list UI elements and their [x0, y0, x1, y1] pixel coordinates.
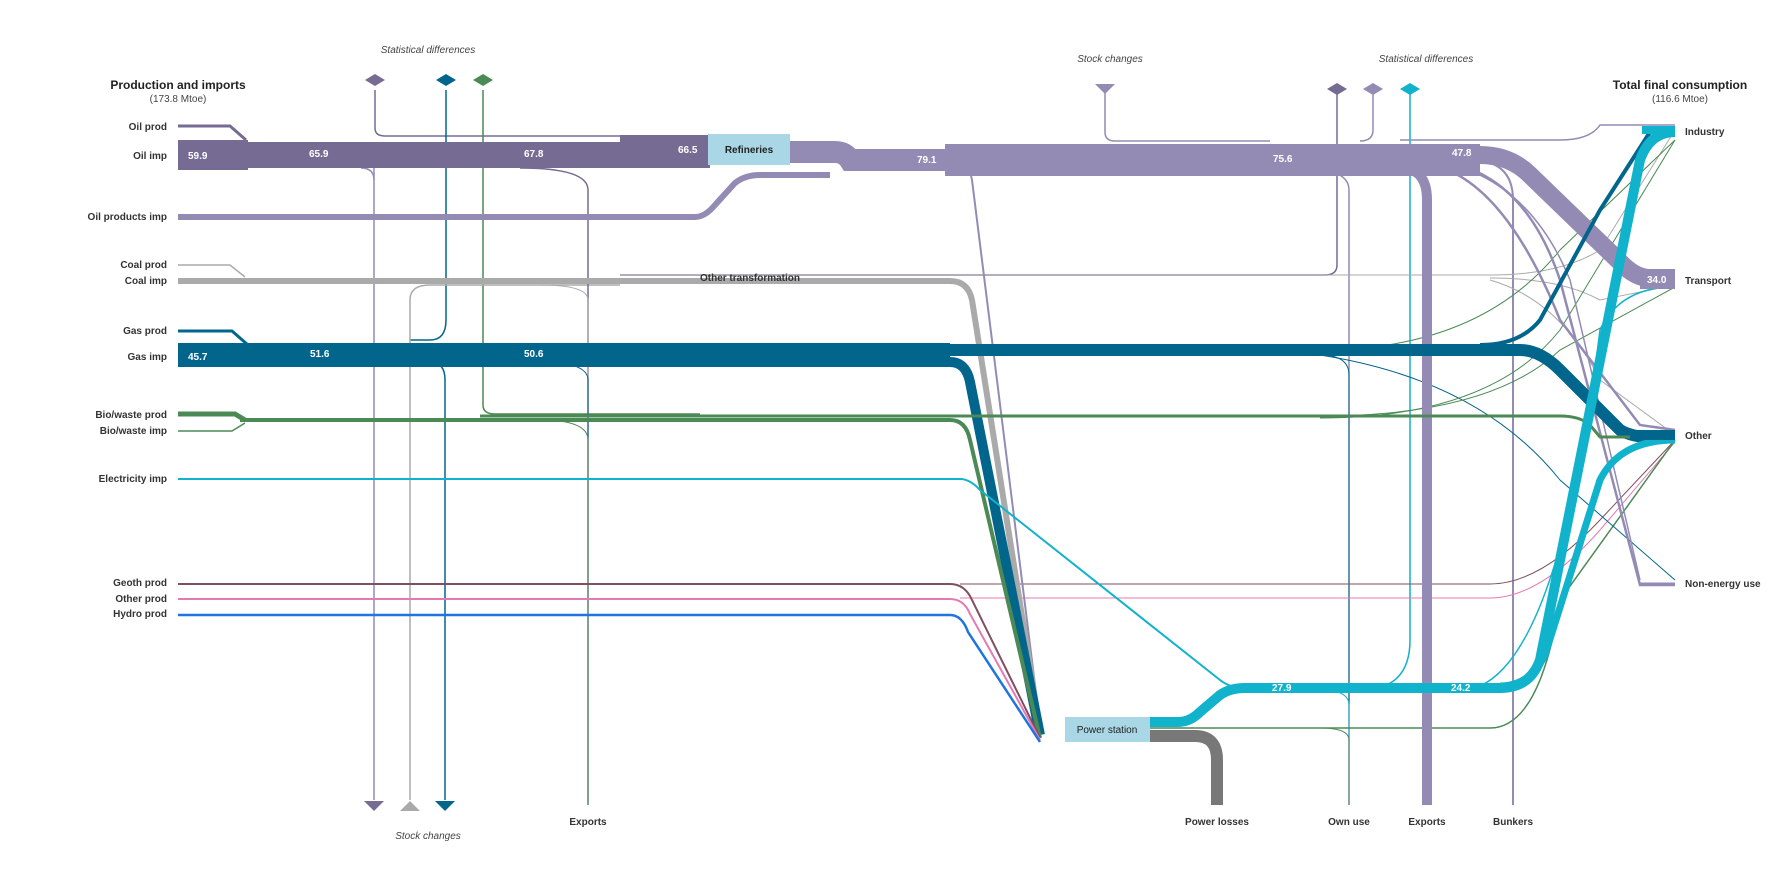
bio-prod-flow — [178, 411, 247, 423]
gas-to-power-flow — [949, 357, 1045, 736]
coal-imp-flow — [178, 278, 1043, 731]
oil-exports-right-flow — [1399, 163, 1432, 805]
bottom-label-bunkers: Bunkers — [1493, 817, 1533, 828]
oil-exports-flow — [519, 167, 589, 805]
value-oil-imp: 59.9 — [188, 151, 208, 162]
stock-changes-top-label: Stock changes — [1077, 54, 1143, 65]
thin-flows — [360, 90, 1676, 805]
coal-prod-flow — [178, 264, 246, 278]
value-oil-3: 66.5 — [678, 145, 698, 156]
left-header-total: (173.8 Mtoe) — [150, 94, 207, 105]
value-transport: 34.0 — [1647, 275, 1667, 286]
left-header-title: Production and imports — [110, 78, 246, 92]
sink-label-other: Other — [1685, 431, 1712, 442]
right-header-total: (116.6 Mtoe) — [1652, 94, 1708, 105]
value-gas-2: 50.6 — [524, 349, 544, 360]
power-station-label: Power station — [1077, 725, 1138, 736]
stock-changes-gas-down-triangle-icon — [435, 801, 455, 811]
value-oil-mid: 75.6 — [1273, 154, 1293, 165]
value-elec-2: 24.2 — [1451, 683, 1471, 694]
bottom-label-power-losses: Power losses — [1185, 817, 1249, 828]
gas-stat-diff-flow — [410, 90, 447, 341]
value-oil-2: 67.8 — [524, 149, 544, 160]
stock-changes-coal-up-triangle-icon — [400, 801, 420, 811]
electricity-to-other-flow — [1499, 436, 1676, 690]
refineries-node — [708, 134, 790, 165]
stat-diff-top-left-label: Statistical differences — [381, 45, 476, 56]
value-gas-1: 51.6 — [310, 349, 330, 360]
source-label-oil-products-imp: Oil products imp — [88, 212, 167, 223]
stat-diff-bio-diamond-icon — [473, 74, 493, 86]
source-label-bio-prod: Bio/waste prod — [95, 410, 167, 421]
hydro-prod-flow — [178, 613, 1042, 743]
own-use-flow — [1299, 167, 1350, 805]
bottom-label-own-use: Own use — [1328, 817, 1370, 828]
geoth-prod-flow — [178, 583, 1041, 739]
source-label-coal-prod: Coal prod — [120, 260, 167, 271]
source-label-electricity-imp: Electricity imp — [99, 474, 167, 485]
sink-label-industry: Industry — [1685, 127, 1725, 138]
value-oil-1: 65.9 — [309, 149, 329, 160]
right-header-title: Total final consumption — [1613, 78, 1747, 92]
gas-to-other-flow — [950, 344, 1675, 443]
refinery-output-flow — [790, 141, 1280, 171]
other-transformation-label: Other transformation — [700, 273, 800, 284]
source-label-bio-imp: Bio/waste imp — [100, 426, 167, 437]
value-labels: 59.9 65.9 67.8 66.5 79.1 75.6 47.8 34.0 … — [188, 145, 1667, 694]
value-oil-out: 79.1 — [917, 155, 937, 166]
stat-diff-right-oil-products-diamond-icon — [1363, 83, 1383, 95]
nodes: Refineries Other transformation Power st… — [700, 134, 1150, 742]
coal-stock-changes-flow — [409, 284, 620, 800]
value-elec-1: 27.9 — [1272, 683, 1292, 694]
bottom-label-exports-right: Exports — [1408, 817, 1446, 828]
source-label-coal-imp: Coal imp — [125, 276, 167, 287]
oil-to-transport-flow — [1479, 146, 1675, 287]
stock-changes-bottom-label: Stock changes — [395, 831, 461, 842]
source-label-gas-prod: Gas prod — [123, 326, 167, 337]
source-label-gas-imp: Gas imp — [128, 352, 167, 363]
source-label-hydro-prod: Hydro prod — [113, 609, 167, 620]
oil-prod-flow — [178, 124, 247, 142]
sink-label-non-energy-use: Non-energy use — [1685, 579, 1761, 590]
oil-products-imp-flow — [178, 172, 830, 220]
other-prod-flow — [178, 598, 1041, 741]
bunkers-flow — [1469, 159, 1514, 805]
oil-stat-diff-flow — [374, 90, 700, 137]
electricity-main-flow — [1150, 127, 1676, 727]
source-label-oil-prod: Oil prod — [129, 122, 167, 133]
gas-prod-flow — [178, 329, 249, 347]
stock-changes-oil-down-triangle-icon — [364, 801, 384, 811]
sink-label-transport: Transport — [1685, 276, 1732, 287]
markers — [364, 74, 1420, 811]
gas-stock-changes-flow — [429, 361, 446, 800]
stat-diff-top-right-label: Statistical differences — [1379, 54, 1474, 65]
stock-changes-top-triangle-icon — [1095, 84, 1115, 94]
main-flows — [178, 124, 1676, 805]
bottom-label-exports-left: Exports — [569, 817, 607, 828]
value-oil-final: 47.8 — [1452, 148, 1472, 159]
source-label-oil-imp: Oil imp — [133, 151, 167, 162]
bio-imp-flow — [178, 422, 246, 432]
bio-stat-diff-flow — [482, 90, 700, 415]
power-station-node — [1065, 717, 1150, 742]
stat-diff-oil-diamond-icon — [365, 74, 385, 86]
power-losses-flow — [1150, 730, 1223, 805]
stat-diff-right-electricity-diamond-icon — [1400, 83, 1420, 95]
source-label-other-prod: Other prod — [115, 594, 167, 605]
stat-diff-right-oil-diamond-icon — [1327, 83, 1347, 95]
refineries-label: Refineries — [725, 145, 774, 156]
source-label-geoth-prod: Geoth prod — [113, 578, 167, 589]
stat-diff-gas-diamond-icon — [436, 74, 456, 86]
bio-to-power-flow — [240, 418, 1042, 739]
value-gas-imp: 45.7 — [188, 352, 208, 363]
